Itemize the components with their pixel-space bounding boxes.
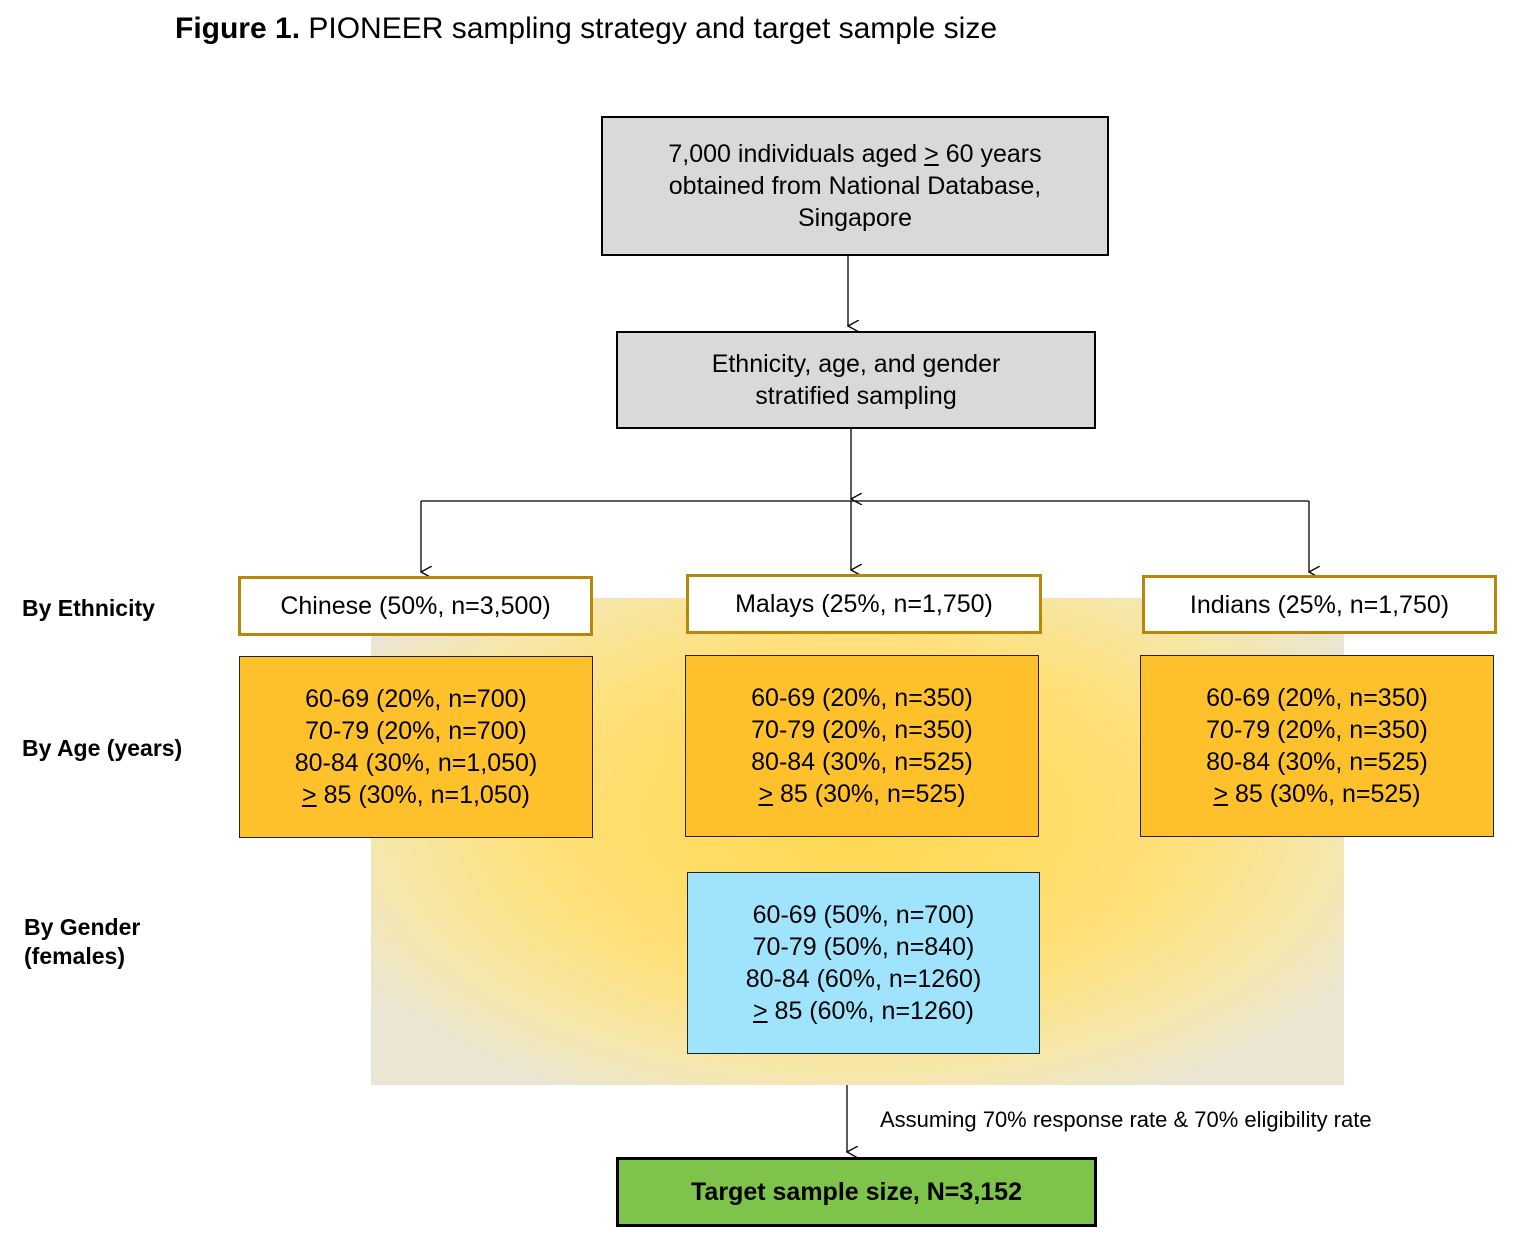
age-row: 80-84 (30%, n=525) [751, 748, 973, 776]
row-label-gender: By Gender (females) [24, 914, 141, 969]
age-row: 80-84 (30%, n=525) [1206, 748, 1428, 776]
age-row: 60-69 (20%, n=350) [1206, 684, 1428, 712]
greater-equal-symbol: > [924, 140, 939, 168]
row-label-age: By Age (years) [22, 735, 183, 761]
gender-row: 60-69 (50%, n=700) [752, 901, 975, 929]
figure-caption: PIONEER sampling strategy and target sam… [300, 12, 998, 45]
age-box-malays: 60-69 (20%, n=350) 70-79 (20%, n=350) 80… [685, 655, 1039, 837]
age-box-chinese: 60-69 (20%, n=700) 70-79 (20%, n=700) 80… [239, 656, 593, 838]
gender-row: > 85 (60%, n=1260) [752, 997, 974, 1025]
age-row: 80-84 (30%, n=1,050) [294, 749, 538, 777]
gender-box-females: 60-69 (50%, n=700) 70-79 (50%, n=840) 80… [687, 872, 1040, 1054]
gender-row: 70-79 (50%, n=840) [752, 933, 975, 961]
age-row: > 85 (30%, n=525) [1213, 780, 1421, 808]
strat-line-2: stratified sampling [755, 382, 957, 410]
gender-row: 80-84 (60%, n=1260) [745, 965, 982, 993]
ethnicity-box-chinese: Chinese (50%, n=3,500) [238, 576, 593, 636]
stratified-sampling-box: Ethnicity, age, and gender stratified sa… [616, 331, 1096, 429]
age-row: > 85 (30%, n=1,050) [302, 781, 530, 809]
ethnicity-box-indians: Indians (25%, n=1,750) [1142, 575, 1497, 634]
age-row: 70-79 (20%, n=350) [751, 716, 973, 744]
row-label-ethnicity: By Ethnicity [22, 595, 155, 621]
strat-line-1: Ethnicity, age, and gender [711, 350, 1001, 378]
assumption-note: Assuming 70% response rate & 70% eligibi… [880, 1107, 1372, 1132]
age-row: 60-69 (20%, n=700) [305, 685, 527, 713]
age-row: 70-79 (20%, n=350) [1206, 716, 1428, 744]
ethnicity-box-malays: Malays (25%, n=1,750) [686, 574, 1042, 634]
source-line-1: 7,000 individuals aged > 60 years [668, 140, 1042, 168]
source-population-box: 7,000 individuals aged > 60 years obtain… [601, 116, 1109, 256]
figure-number: Figure 1. [175, 12, 301, 45]
target-sample-size-box: Target sample size, N=3,152 [616, 1157, 1097, 1227]
source-line-2: obtained from National Database, [668, 172, 1042, 200]
source-line-3: Singapore [798, 204, 912, 232]
age-row: > 85 (30%, n=525) [758, 780, 966, 808]
age-row: 70-79 (20%, n=700) [305, 717, 527, 745]
figure-title: Figure 1. PIONEER sampling strategy and … [175, 12, 997, 46]
age-box-indians: 60-69 (20%, n=350) 70-79 (20%, n=350) 80… [1140, 655, 1494, 837]
age-row: 60-69 (20%, n=350) [751, 684, 973, 712]
